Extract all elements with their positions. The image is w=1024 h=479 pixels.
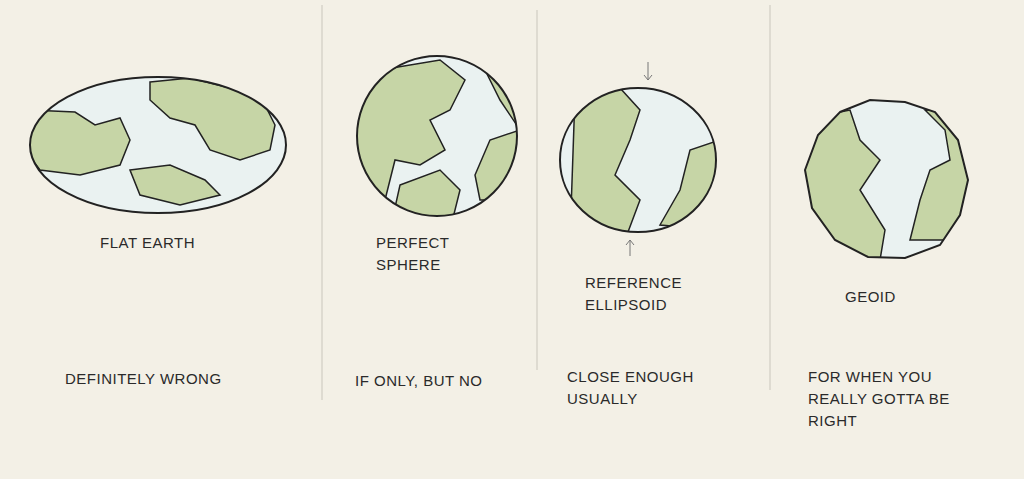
verdict-note: DEFINITELY WRONG (65, 368, 265, 390)
model-name: PERFECT SPHERE (376, 232, 466, 276)
verdict-note: IF ONLY, BUT NO (355, 370, 525, 392)
model-name: REFERENCE ELLIPSOID (585, 272, 705, 316)
verdict-note: FOR WHEN YOU REALLY GOTTA BE RIGHT (808, 366, 958, 431)
model-name: FLAT EARTH (100, 232, 220, 254)
verdict-note: CLOSE ENOUGH USUALLY (567, 366, 717, 410)
model-name: GEOID (845, 286, 925, 308)
